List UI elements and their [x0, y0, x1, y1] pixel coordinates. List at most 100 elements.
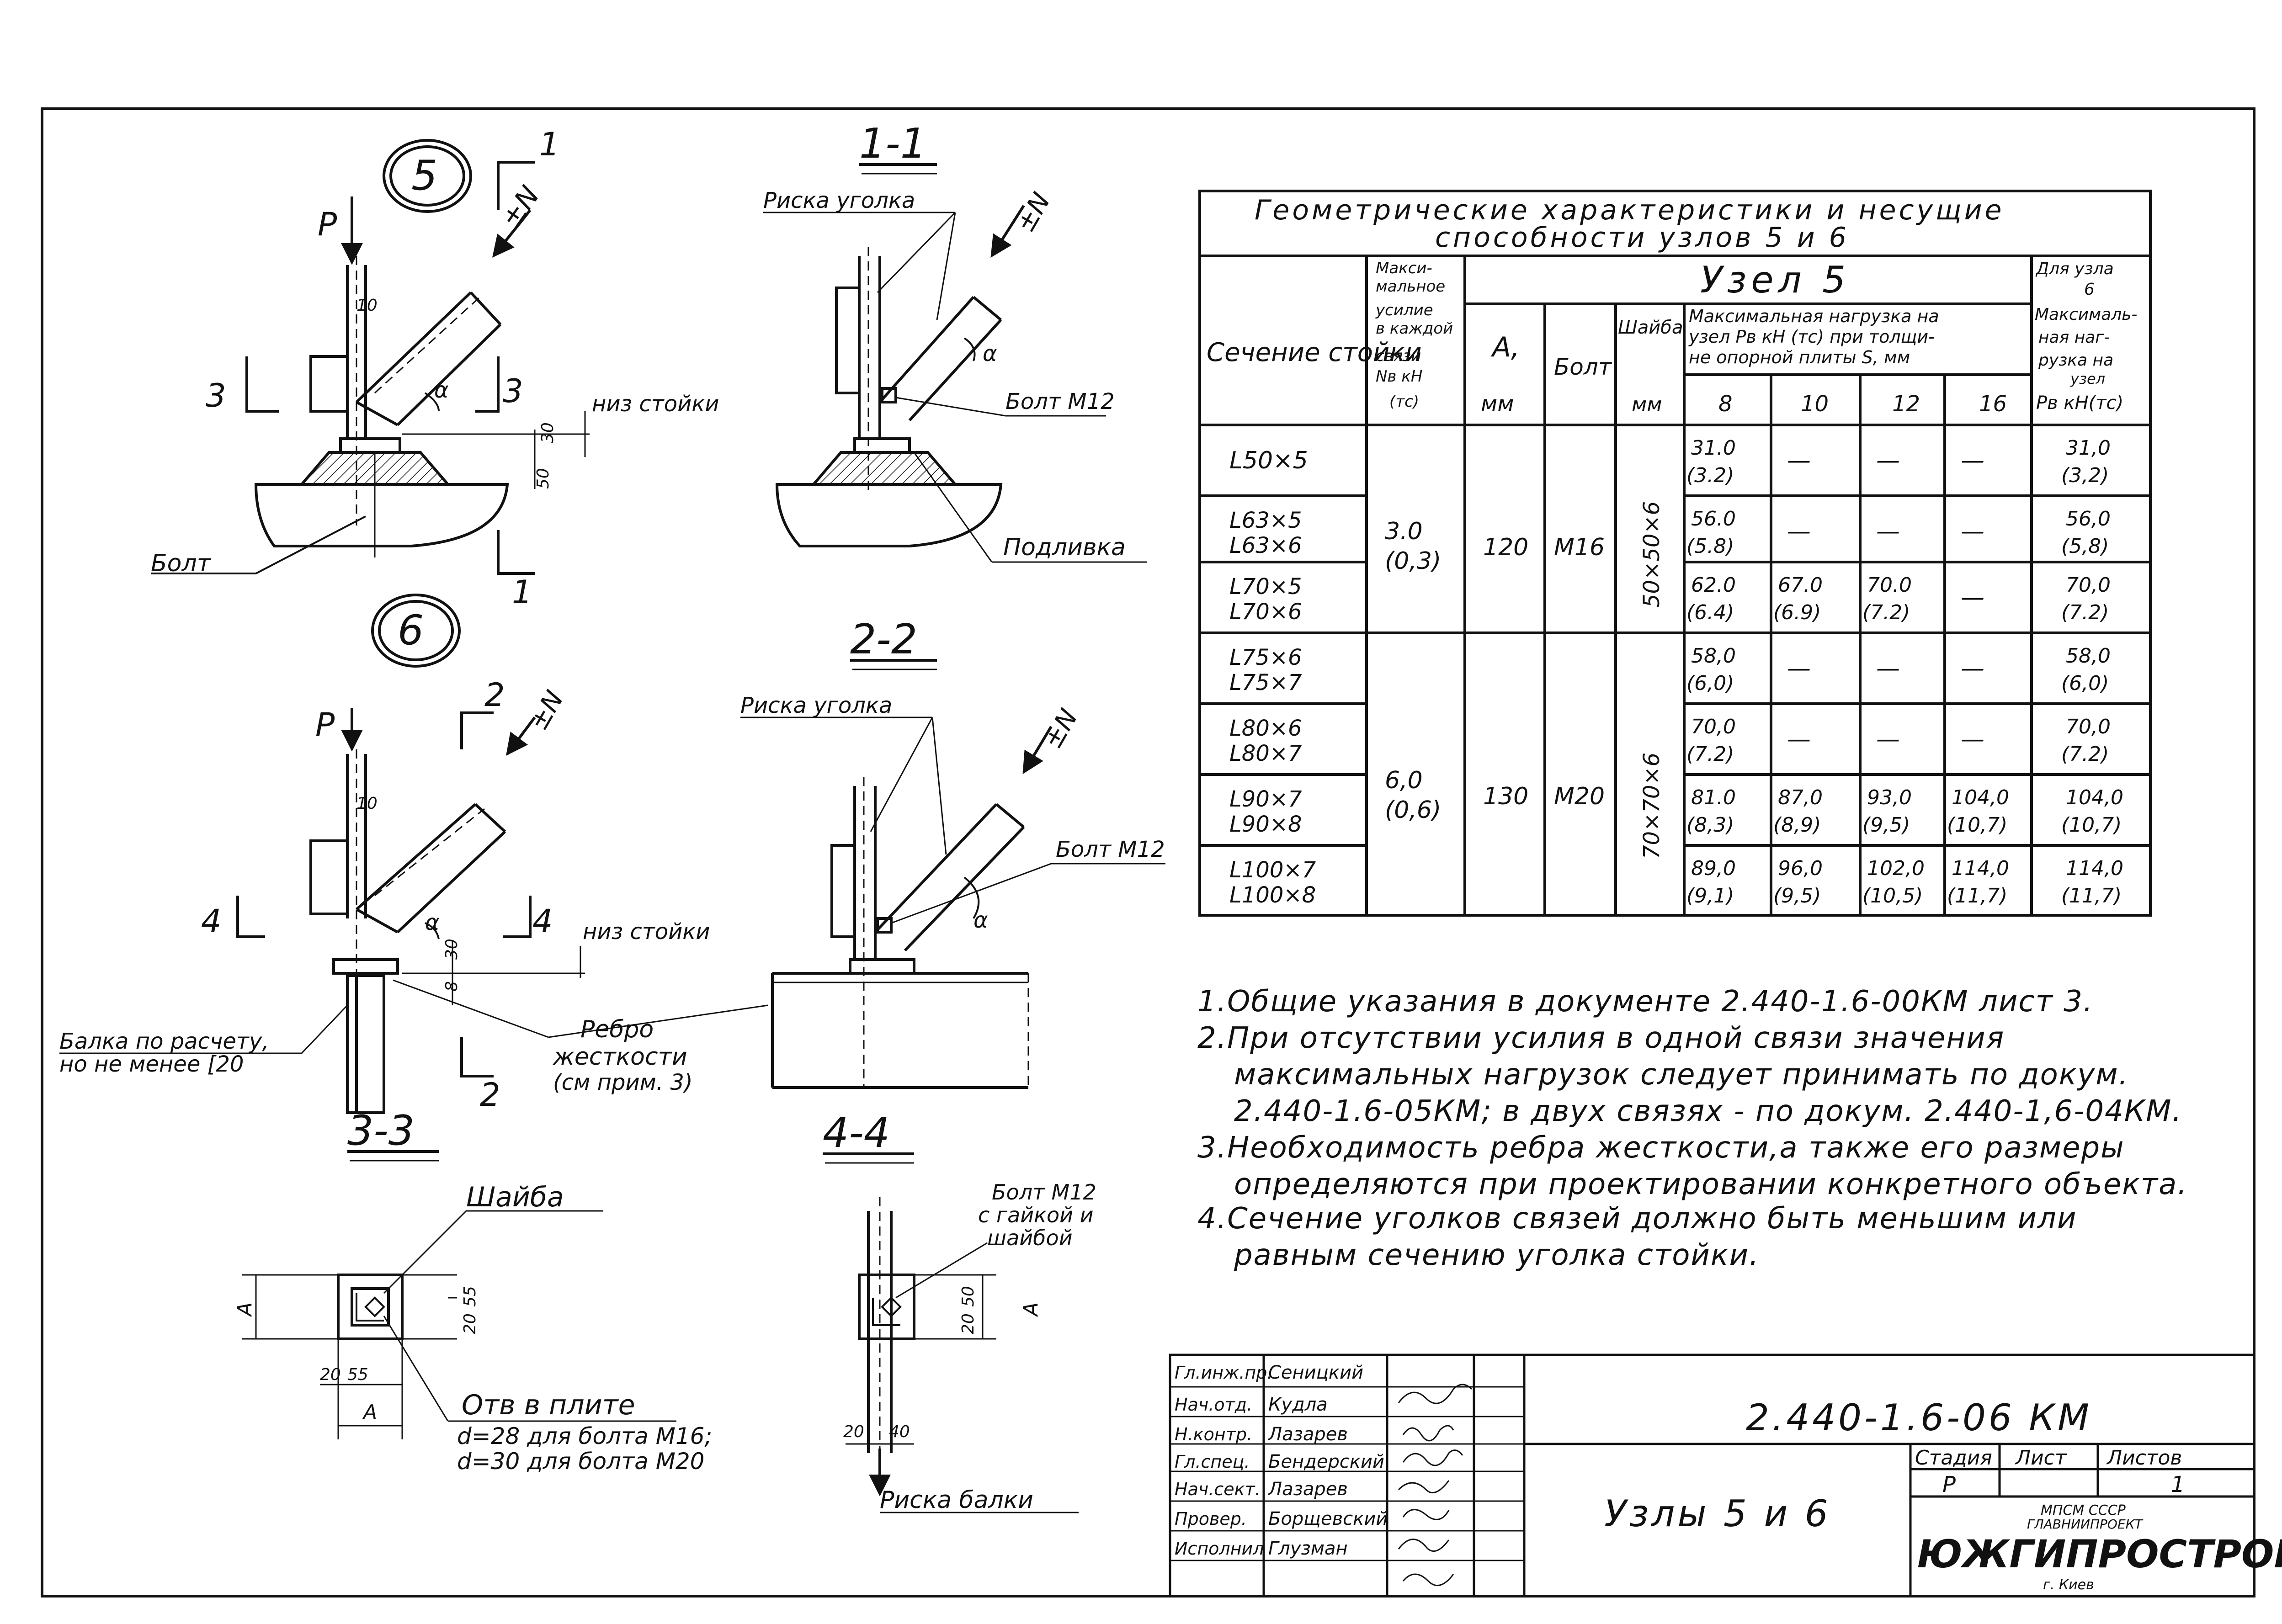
th-thickness-16: 16 — [1979, 391, 2007, 417]
section-1-1-title: 1-1 — [859, 120, 926, 168]
note-3-cont: определяются при проектировании конкретн… — [1234, 1168, 2188, 1201]
row-6-u6: 114,0 — [2066, 857, 2123, 880]
th-section: Сечение стойки — [1207, 338, 1422, 367]
row-6-p8: 89,0 — [1691, 857, 1736, 880]
row-1-p8: 56.0 — [1691, 507, 1736, 531]
node5-cut3-left: 3 — [206, 377, 226, 414]
staff-name-2: Лазарев — [1267, 1424, 1348, 1445]
section-3-3-labels: 3-3 Шайба A 20 55 20 55 A Отв в плите d=… — [233, 1107, 712, 1475]
node6-p-label: P — [315, 706, 335, 743]
th-force-2: усилие — [1375, 301, 1433, 319]
node5-dim10: 10 — [356, 296, 378, 315]
section-4-4-dim40-h: 40 — [889, 1422, 910, 1441]
node5-dim50: 50 — [534, 468, 553, 489]
row-2-p8-tc: (6.4) — [1686, 601, 1734, 624]
row-2-section-a: L70×5 — [1229, 574, 1302, 600]
group2-washer: 70×70×6 — [1639, 753, 1665, 859]
section-4-4-view — [823, 1152, 1079, 1513]
section-3-3-title: 3-3 — [347, 1107, 415, 1155]
row-1-u6-tc: (5,8) — [2061, 535, 2109, 558]
section-3-3-otv2: d=28 для болта М16; — [457, 1423, 712, 1449]
row-5-p8: 81.0 — [1691, 786, 1736, 809]
row-4-section-b: L80×7 — [1229, 741, 1302, 766]
th-maxload-0: Максимальная нагрузка на — [1689, 306, 1939, 326]
note-1: 1.Общие указания в документе 2.440-1.6-0… — [1197, 985, 2094, 1019]
staff-name-0: Сеницкий — [1268, 1362, 1363, 1383]
row-1-p12-dash: — — [1876, 518, 1900, 545]
row-5-u6-tc: (10,7) — [2061, 813, 2122, 837]
section-3-3-dim20: 20 — [461, 1313, 479, 1334]
stage-value: Р — [1942, 1472, 1956, 1497]
row-0-u6-tc: (3,2) — [2061, 464, 2109, 487]
row-6-p10: 96,0 — [1778, 857, 1823, 880]
sheet-frame — [41, 107, 2255, 1597]
node6-cut2-bottom: 2 — [480, 1076, 500, 1114]
section-2-2-title: 2-2 — [850, 616, 917, 663]
row-3-p16-dash: — — [1961, 655, 1984, 682]
th-force-5: Nв кН — [1376, 367, 1422, 386]
node6-labels: 6 P ±N 2 2 4 4 10 30 8 α низ стойки Балк… — [59, 606, 710, 1114]
th-force-1: мальное — [1376, 277, 1445, 296]
node6-balka-line1: Балка по расчету, — [59, 1029, 269, 1054]
row-6-p12: 102,0 — [1867, 857, 1925, 880]
node5-cut3-right: 3 — [503, 372, 523, 410]
row-1-p10-dash: — — [1787, 518, 1811, 545]
stage-header: Стадия — [1915, 1446, 1992, 1470]
section-3-3-dimA-h: A — [362, 1401, 377, 1424]
row-3-u6: 58,0 — [2066, 644, 2111, 668]
node5-p-label: P — [318, 206, 337, 243]
row-2-p10: 67.0 — [1778, 573, 1823, 597]
row-4-p16-dash: — — [1961, 726, 1984, 753]
row-1-p8-tc: (5.8) — [1686, 535, 1734, 558]
section-3-3-dim20-h: 20 — [320, 1365, 341, 1384]
row-4-p12-dash: — — [1876, 726, 1900, 753]
section-3-3-shaiba: Шайба — [466, 1181, 564, 1213]
th-section-text: Сечение стойки — [1207, 338, 1422, 367]
row-4-section-a: L80×6 — [1229, 716, 1302, 741]
row-1-u6: 56,0 — [2066, 507, 2111, 531]
staff-name-3: Бендерский — [1268, 1451, 1384, 1472]
row-3-section-a: L75×6 — [1229, 645, 1302, 670]
th-force-0: Макси- — [1376, 259, 1432, 277]
section-2-2-riska: Риска уголка — [740, 693, 892, 718]
th-force-4: связи — [1376, 347, 1421, 365]
th-washer-unit: мм — [1632, 393, 1662, 416]
row-5-p8-tc: (8,3) — [1686, 813, 1734, 837]
row-3-p10-dash: — — [1787, 655, 1811, 682]
row-5-section-b: L90×8 — [1229, 812, 1302, 837]
node5-n-label: ±N — [495, 180, 546, 234]
row-2-p12-tc: (7.2) — [1862, 601, 1910, 624]
section-2-2-n: ±N — [1038, 704, 1084, 754]
row-4-p8-tc: (7.2) — [1686, 743, 1734, 766]
staff-role-2: Н.контр. — [1175, 1424, 1252, 1444]
th-thickness-8: 8 — [1718, 391, 1733, 417]
staff-name-5: Борщевский — [1268, 1508, 1388, 1529]
th-bolt: Болт — [1554, 354, 1612, 380]
row-6-p8-tc: (9,1) — [1686, 884, 1734, 908]
row-5-p10: 87,0 — [1778, 786, 1823, 809]
staff-role-3: Гл.спец. — [1175, 1452, 1250, 1472]
node6-balka-line2: но не менее [20 — [59, 1051, 244, 1077]
th-maxload-2: не опорной плиты S, мм — [1689, 347, 1910, 367]
section-4-4-dim50: 50 — [959, 1286, 978, 1307]
group2-a: 130 — [1483, 783, 1528, 810]
doc-code: 2.440-1.6-06 КМ — [1746, 1396, 2092, 1439]
row-0-p12-dash: — — [1876, 447, 1900, 474]
row-5-section-a: L90×7 — [1229, 786, 1302, 812]
table-text: Геометрические характеристики и несущие … — [1207, 194, 2138, 859]
section-4-4-dim20: 20 — [959, 1313, 978, 1334]
row-0-p16-dash: — — [1961, 447, 1984, 474]
row-6-section-a: L100×7 — [1229, 857, 1316, 883]
row-1-p16-dash: — — [1961, 518, 1984, 545]
node6-cut4-left: 4 — [201, 902, 222, 940]
section-4-4-bolt3: шайбой — [987, 1226, 1073, 1250]
note-2: 2.При отсутствии усилия в одной связи зн… — [1197, 1021, 2005, 1055]
note-4-cont: равным сечению уголка стойки. — [1234, 1238, 1760, 1272]
th-force-6: (тс) — [1389, 393, 1419, 411]
row-2-p8: 62.0 — [1691, 573, 1736, 597]
row-3-u6-tc: (6,0) — [2061, 672, 2109, 695]
section-2-2-view — [740, 659, 1165, 1089]
node6-niz-stoiki: низ стойки — [583, 919, 710, 945]
